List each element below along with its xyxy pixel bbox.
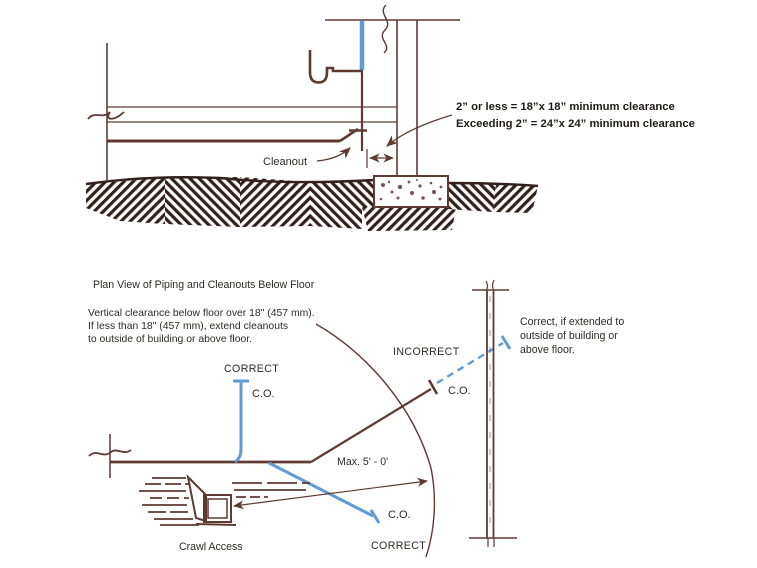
cleanout-leader-arrow	[316, 147, 351, 162]
plan-view: Plan View of Piping and Cleanouts Below …	[88, 279, 624, 558]
co-top-label: C.O.	[252, 388, 275, 400]
wall-note-line1: Correct, if extended to	[520, 316, 624, 328]
incorrect-branch-pipe	[310, 388, 432, 463]
cleanout-symbol	[427, 379, 439, 395]
dashed-extension-pipe	[436, 341, 504, 385]
access-opening-outer	[203, 494, 232, 523]
blue-riser-pipe	[234, 382, 243, 464]
plan-view-title: Plan View of Piping and Cleanouts Below …	[93, 279, 315, 291]
concrete-footing	[373, 175, 449, 208]
trap-fitting	[308, 50, 362, 84]
access-lip	[195, 523, 237, 526]
wall-note-line2: outside of building or	[520, 330, 618, 342]
wall-note-line3: above floor.	[520, 344, 575, 356]
cleanout-symbol	[500, 335, 512, 350]
max-distance-label: Max. 5' - 0'	[337, 456, 388, 468]
plan-note-line3: to outside of building or above floor.	[88, 334, 252, 345]
ground-hatch	[85, 176, 539, 231]
incorrect-label: INCORRECT	[393, 346, 460, 358]
exterior-wall	[469, 279, 517, 547]
max-distance-arc	[315, 323, 436, 558]
section-view: Cleanout 2” or less = 18”x 18” minimum c…	[85, 4, 695, 231]
correct-cleanout-top	[233, 379, 249, 464]
crawl-access-label: Crawl Access	[179, 541, 243, 553]
cleanout-symbol	[369, 509, 381, 524]
co-bottom-label: C.O.	[388, 509, 411, 521]
correct-top-label: CORRECT	[224, 363, 279, 375]
clearance-leader-arrow	[386, 114, 453, 147]
clearance-note-line1: 2” or less = 18”x 18” minimum clearance	[456, 101, 675, 113]
foundation-wall	[396, 20, 418, 176]
floor-break-mark	[381, 4, 389, 54]
co-incorrect-label: C.O.	[448, 385, 471, 397]
plan-note-line2: If less than 18" (457 mm), extend cleano…	[88, 321, 288, 332]
cleanout-label: Cleanout	[263, 156, 307, 168]
correct-bottom-label: CORRECT	[371, 540, 426, 552]
access-opening-inner	[207, 498, 228, 519]
pipe-break-mark	[88, 449, 132, 457]
left-break-mark	[87, 111, 125, 120]
clearance-dimension	[366, 149, 395, 168]
crawl-access	[139, 473, 310, 526]
distance-arrow	[232, 477, 429, 510]
plan-note-line1: Vertical clearance below floor over 18" …	[88, 308, 315, 319]
clearance-note-line2: Exceeding 2” = 24”x 24” minimum clearanc…	[456, 118, 695, 130]
